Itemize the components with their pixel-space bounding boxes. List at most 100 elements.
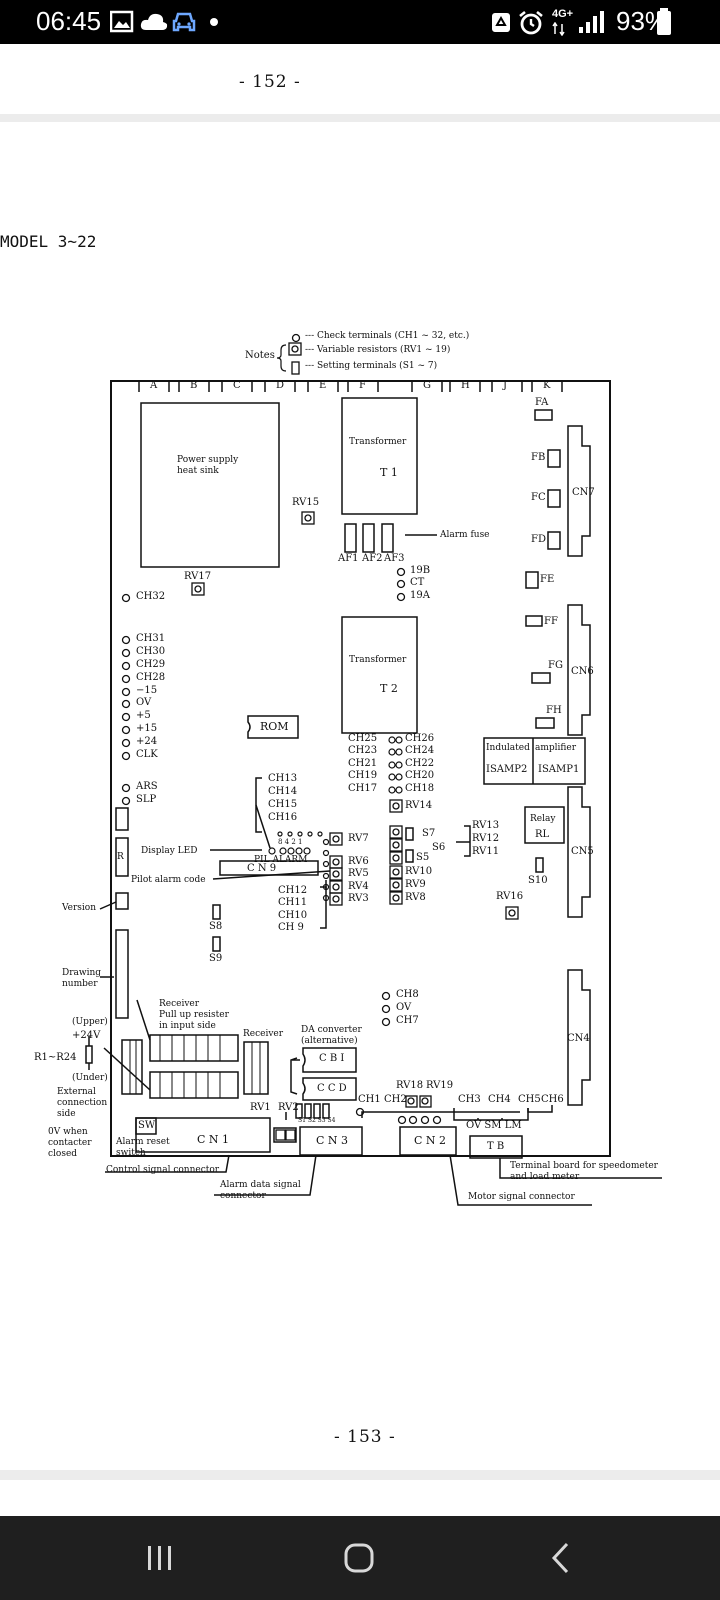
previous-page bbox=[0, 44, 720, 116]
r1-r24-label: R1~R24 bbox=[34, 1052, 77, 1063]
notes-variable-resistors: --- Variable resistors (RV1 ~ 19) bbox=[305, 345, 451, 355]
ch-label: CH25 bbox=[348, 733, 378, 744]
home-button[interactable] bbox=[290, 1516, 430, 1600]
upper-label: (Upper) bbox=[72, 1017, 108, 1027]
ch-label: CH11 bbox=[278, 897, 308, 908]
indulated-label: Indulated bbox=[486, 743, 530, 753]
rv-label: RV11 bbox=[472, 846, 500, 857]
cn1-label: C N 1 bbox=[197, 1133, 230, 1146]
rv-label: RV1 bbox=[250, 1102, 271, 1113]
drawing-number-label: number bbox=[62, 979, 98, 989]
model-title: MODEL 3~22 bbox=[0, 232, 97, 251]
ch-label: CH3 bbox=[458, 1094, 481, 1105]
terminal-label: CLK bbox=[136, 749, 158, 760]
ch-label: CH20 bbox=[405, 770, 435, 781]
fuse-label: FG bbox=[548, 660, 563, 671]
page-number-top: - 152 - bbox=[239, 72, 301, 92]
fuse-label: FF bbox=[544, 616, 558, 627]
column-label: E bbox=[319, 380, 327, 391]
alarm-fuse-label: Alarm fuse bbox=[440, 530, 490, 540]
ch-label: CH5 bbox=[518, 1094, 541, 1105]
terminal-label: CH31 bbox=[136, 633, 166, 644]
af2-label: AF2 bbox=[362, 553, 383, 564]
ov-sm-lm-label: OV SM LM bbox=[466, 1120, 522, 1131]
led-bits-label: 8 4 2 1 bbox=[278, 838, 303, 846]
relay-label: Relay bbox=[530, 814, 556, 824]
plus24v-label: +24V bbox=[72, 1030, 101, 1041]
terminal-board-label: Terminal board for speedometer bbox=[510, 1161, 658, 1171]
receiver-pullup-label: Pull up resister bbox=[159, 1010, 229, 1020]
terminal-label: CH29 bbox=[136, 659, 166, 670]
column-label: B bbox=[190, 380, 198, 391]
recent-apps-button[interactable] bbox=[90, 1516, 230, 1600]
cn2-label: C N 2 bbox=[414, 1134, 447, 1147]
column-label: H bbox=[461, 380, 470, 391]
fuse-label: FD bbox=[531, 534, 546, 545]
terminal-board-label: and load meter bbox=[510, 1172, 580, 1182]
rv-label: RV5 bbox=[348, 868, 369, 879]
navigation-bar bbox=[0, 1516, 720, 1600]
rv-label: RV13 bbox=[472, 820, 500, 831]
column-label: J bbox=[503, 380, 508, 391]
amplifier-label: amplifier bbox=[535, 743, 577, 753]
rv-label: RV10 bbox=[405, 866, 433, 877]
column-label: A bbox=[150, 380, 158, 391]
ov-when-label: 0V when bbox=[48, 1127, 88, 1137]
column-label: G bbox=[423, 380, 431, 391]
setting-label: S7 bbox=[422, 828, 436, 839]
ch-label: CH6 bbox=[541, 1094, 564, 1105]
rv-label: RV18 bbox=[396, 1080, 424, 1091]
ch-label: OV bbox=[396, 1002, 412, 1013]
da-converter-label: DA converter bbox=[301, 1025, 362, 1035]
alarm-reset-switch-label: switch bbox=[116, 1148, 146, 1158]
ch32-label: CH32 bbox=[136, 591, 166, 602]
back-icon bbox=[551, 1542, 569, 1574]
status-time: 06:45 bbox=[36, 6, 102, 36]
setting-label: S8 bbox=[209, 921, 223, 932]
cn3-label: C N 3 bbox=[316, 1134, 349, 1147]
setting-label: S5 bbox=[416, 852, 430, 863]
external-connection-label: connection bbox=[57, 1098, 108, 1108]
sw-label: SW bbox=[138, 1120, 156, 1131]
fuse-label: FB bbox=[531, 452, 546, 463]
power-supply-label: Power supply bbox=[177, 455, 239, 465]
page-separator bbox=[0, 114, 720, 122]
ch-label: CH19 bbox=[348, 770, 378, 781]
ch-label: CH26 bbox=[405, 733, 435, 744]
cn7-label: CN7 bbox=[572, 487, 595, 498]
cn4-label: CN4 bbox=[567, 1033, 590, 1044]
page-number-bottom: - 153 - bbox=[334, 1427, 396, 1447]
battery-icon bbox=[657, 8, 671, 35]
rv-label: RV17 bbox=[184, 571, 212, 582]
network-type: 4G+ bbox=[552, 8, 574, 20]
setting-label: S9 bbox=[209, 953, 223, 964]
rv-label: RV19 bbox=[426, 1080, 454, 1091]
drawing-number-label: Drawing bbox=[62, 968, 102, 978]
ch-label: CH22 bbox=[405, 758, 435, 769]
under-label: (Under) bbox=[72, 1073, 108, 1083]
display-led-label: Display LED bbox=[141, 846, 198, 856]
ch-label: CH1 bbox=[358, 1094, 381, 1105]
rv-label: RV6 bbox=[348, 856, 369, 867]
rv-label: RV7 bbox=[348, 833, 369, 844]
t2-label: T 2 bbox=[380, 682, 398, 695]
terminal-label: CH30 bbox=[136, 646, 166, 657]
external-connection-label: side bbox=[57, 1109, 76, 1119]
notes-setting-terminals: --- Setting terminals (S1 ~ 7) bbox=[305, 361, 438, 371]
isamp1-label: ISAMP1 bbox=[538, 764, 580, 775]
receiver-label: Receiver bbox=[243, 1029, 284, 1039]
terminal-label: +5 bbox=[136, 710, 151, 721]
transformer-label: Transformer bbox=[349, 655, 407, 665]
cbi-label: C B I bbox=[319, 1053, 345, 1064]
back-button[interactable] bbox=[492, 1516, 632, 1600]
tb-label: T B bbox=[487, 1141, 505, 1152]
ch-label: CH7 bbox=[396, 1015, 419, 1026]
recycle-icon bbox=[492, 13, 510, 32]
page-separator bbox=[0, 1470, 720, 1480]
rom-label: ROM bbox=[260, 720, 289, 733]
rv-label: RV9 bbox=[405, 879, 426, 890]
test-terminal-label: 19B bbox=[410, 565, 431, 576]
alarm-data-signal-label: Alarm data signal bbox=[220, 1180, 301, 1190]
pil-alarm-label: PIL ALARM bbox=[254, 855, 308, 865]
